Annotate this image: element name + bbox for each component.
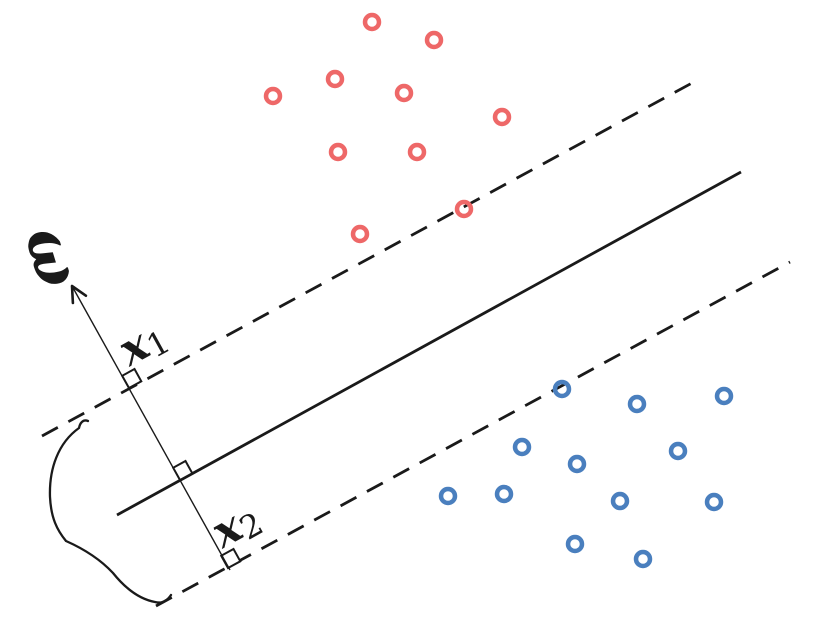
- support-point-label-x2: x2: [202, 491, 269, 560]
- class-b-point: [704, 492, 724, 512]
- class-a-point: [407, 142, 427, 162]
- class-a-point: [492, 107, 512, 127]
- weight-vector-arrow-shaft: [71, 285, 231, 571]
- class-b-point: [494, 484, 514, 504]
- weight-vector-arrowhead: [70, 284, 88, 305]
- class-b-point: [714, 386, 734, 406]
- margin-line-upper: [41, 81, 693, 438]
- margin-line-lower: [155, 260, 791, 608]
- class-a-point: [454, 199, 474, 219]
- class-b-point: [633, 549, 653, 569]
- class-a-point: [328, 142, 348, 162]
- class-a-point: [394, 83, 414, 103]
- class-b-point: [668, 441, 688, 461]
- class-b-point: [610, 491, 630, 511]
- support-point-label-x1: x1: [109, 309, 176, 378]
- class-b-point: [567, 454, 587, 474]
- class-b-point: [565, 534, 585, 554]
- class-a-point: [325, 69, 345, 89]
- class-a-point: [263, 86, 283, 106]
- decision-boundary-line: [116, 170, 742, 517]
- margin-width-brace: [48, 419, 173, 604]
- class-b-point: [512, 437, 532, 457]
- weight-vector-label: ω: [10, 217, 97, 295]
- class-b-point: [627, 394, 647, 414]
- class-a-point: [424, 30, 444, 50]
- right-angle-marker: [171, 459, 194, 482]
- class-a-point: [350, 224, 370, 244]
- class-a-point: [362, 12, 382, 32]
- class-b-point: [552, 379, 572, 399]
- class-b-point: [438, 486, 458, 506]
